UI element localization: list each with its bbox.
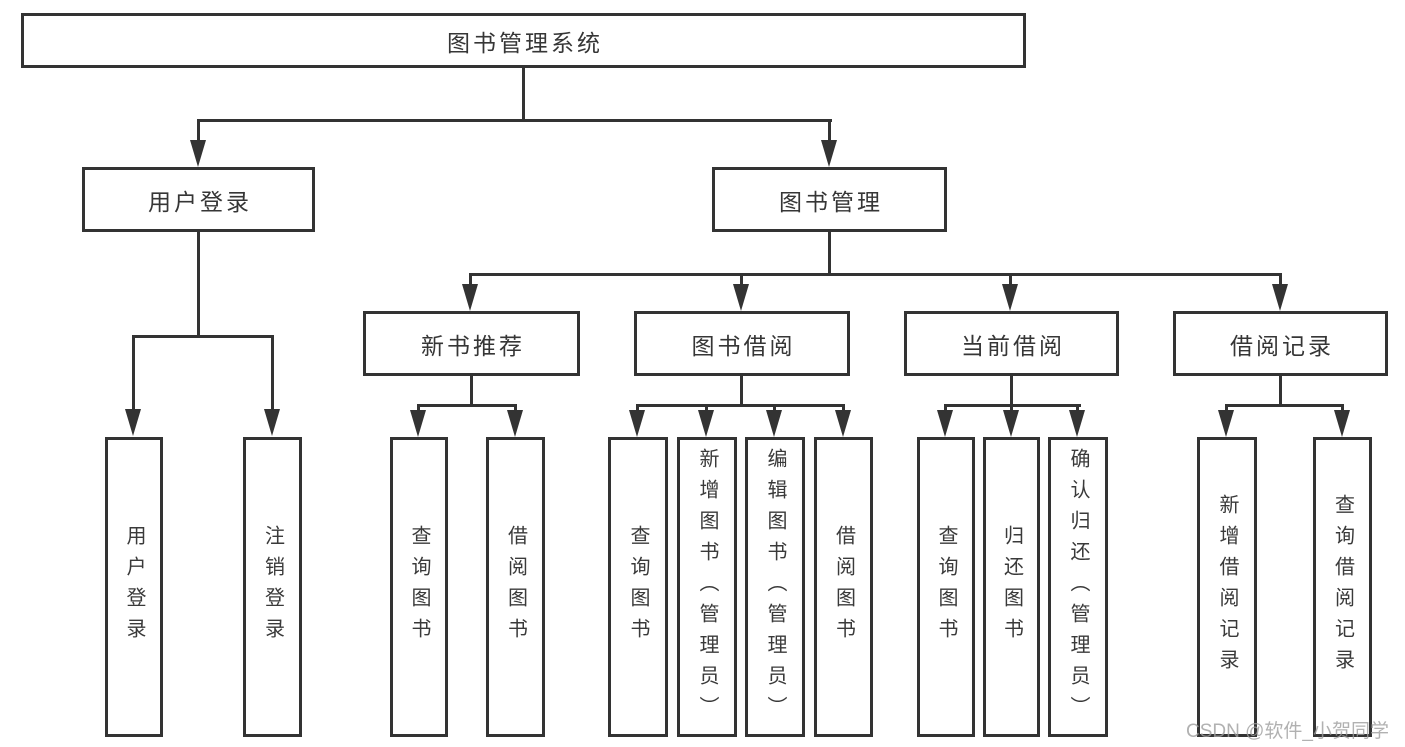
arrow-to-query-books-current [937,404,954,437]
arrow-to-return-book [1003,404,1020,437]
arrow-to-leaf-user-login [125,335,142,436]
arrow-to-borrow-books-borrow [835,404,852,437]
arrow-to-query-books-borrow [629,404,646,437]
node-current-borrow-label: 当前借阅 [961,332,1065,359]
leaf-query-books-borrow: 查询图书 [608,437,668,737]
leaf-logout: 注销登录 [243,437,302,737]
connector-newbooks-stem [470,376,473,407]
arrow-to-query-books-newbooks [410,404,427,437]
arrow-to-book-management [821,119,838,167]
leaf-return-book: 归还图书 [983,437,1040,737]
arrow-to-query-borrow-record [1334,404,1351,437]
leaf-borrow-books-borrow: 借阅图书 [814,437,873,737]
connector-borrowrecords-stem [1279,376,1282,407]
arrow-to-user-login [190,119,207,167]
arrow-to-confirm-return-admin [1069,404,1086,437]
arrow-to-borrow-books-newbooks [507,404,524,437]
leaf-query-books-newbooks: 查询图书 [390,437,448,737]
node-book-borrow: 图书借阅 [634,311,850,376]
node-book-borrow-label: 图书借阅 [691,332,796,359]
node-new-book-recommend-label: 新书推荐 [421,332,525,359]
leaf-borrow-books-borrow-label: 借阅图书 [832,525,855,649]
connector-bookborrow-stem [740,376,743,407]
leaf-query-books-current-label: 查询图书 [935,525,957,649]
node-root: 图书管理系统 [21,13,1026,68]
arrow-to-current-borrow [1002,273,1019,311]
leaf-query-books-borrow-label: 查询图书 [627,525,649,649]
connector-root-stem [522,68,525,122]
arrow-to-borrow-records [1272,273,1289,311]
leaf-query-borrow-record: 查询借阅记录 [1313,437,1372,737]
node-user-login: 用户登录 [82,167,315,232]
arrow-to-new-book-recommend [462,273,479,311]
leaf-borrow-books-newbooks-label: 借阅图书 [504,525,527,649]
leaf-add-borrow-record: 新增借阅记录 [1197,437,1257,737]
node-borrow-records-label: 借阅记录 [1230,332,1334,359]
node-book-management: 图书管理 [712,167,947,232]
node-user-login-label: 用户登录 [148,188,252,215]
leaf-user-login: 用户登录 [105,437,163,737]
connector-newbooks-bar [417,404,517,407]
node-current-borrow: 当前借阅 [904,311,1119,376]
leaf-query-books-current: 查询图书 [917,437,975,737]
leaf-query-books-newbooks-label: 查询图书 [408,525,430,649]
node-borrow-records: 借阅记录 [1173,311,1388,376]
node-new-book-recommend: 新书推荐 [363,311,580,376]
connector-book-management-stem [828,232,831,275]
leaf-add-book-admin-label: 新增图书（管理员） [696,447,718,727]
node-root-label: 图书管理系统 [447,29,603,56]
leaf-borrow-books-newbooks: 借阅图书 [486,437,545,737]
leaf-confirm-return-admin-label: 确认归还（管理员） [1067,447,1089,727]
connector-level3-bar [469,273,1282,276]
leaf-add-borrow-record-label: 新增借阅记录 [1216,494,1238,680]
connector-user-login-bar [132,335,274,338]
leaf-user-login-label: 用户登录 [123,525,145,649]
connector-currentborrow-stem [1010,376,1013,407]
arrow-to-edit-book-admin [766,404,783,437]
arrow-to-book-borrow [733,273,750,311]
node-book-management-label: 图书管理 [779,188,883,215]
leaf-query-borrow-record-label: 查询借阅记录 [1331,494,1354,680]
leaf-add-book-admin: 新增图书（管理员） [677,437,737,737]
connector-borrowrecords-bar [1225,404,1344,407]
csdn-watermark: CSDN @软件_小贺同学 [1186,721,1389,742]
leaf-return-book-label: 归还图书 [1000,525,1023,649]
arrow-to-add-borrow-record [1218,404,1235,437]
connector-bookborrow-bar [636,404,845,407]
leaf-edit-book-admin: 编辑图书（管理员） [745,437,805,737]
arrow-to-leaf-logout [264,335,281,436]
leaf-edit-book-admin-label: 编辑图书（管理员） [764,447,786,727]
connector-level2-bar [197,119,832,122]
connector-user-login-stem [197,232,200,337]
arrow-to-add-book-admin [698,404,715,437]
leaf-confirm-return-admin: 确认归还（管理员） [1048,437,1108,737]
leaf-logout-label: 注销登录 [261,525,284,649]
